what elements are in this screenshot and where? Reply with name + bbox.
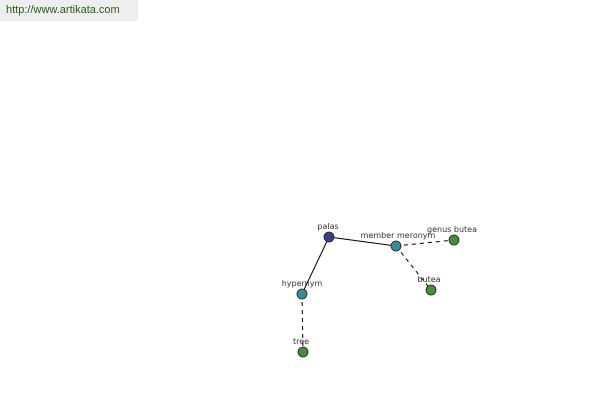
node-butea-label: butea — [417, 275, 440, 284]
node-butea-circle[interactable] — [425, 284, 437, 296]
node-member-meronym[interactable]: member meronym — [361, 231, 436, 252]
graph-edges — [301, 236, 455, 353]
node-butea[interactable]: butea — [417, 275, 441, 296]
node-genus-butea-label: genus butea — [427, 225, 477, 234]
node-tree[interactable]: tree — [293, 337, 309, 358]
node-tree-label: tree — [293, 337, 309, 346]
edge-member-meronym-to-genus-butea — [395, 239, 455, 247]
node-genus-butea[interactable]: genus butea — [427, 225, 477, 246]
node-tree-circle[interactable] — [297, 346, 309, 358]
url-bar: http://www.artikata.com — [0, 0, 138, 21]
node-palas-label: palas — [317, 222, 338, 231]
node-palas-circle[interactable] — [323, 231, 335, 243]
node-hypernym[interactable]: hypernym — [282, 279, 323, 300]
edge-palas-to-hypernym — [301, 236, 330, 295]
site-url-link[interactable]: http://www.artikata.com — [6, 4, 120, 16]
node-hypernym-circle[interactable] — [296, 288, 308, 300]
node-member-meronym-circle[interactable] — [390, 240, 402, 252]
node-member-meronym-label: member meronym — [361, 231, 436, 240]
graph-nodes: palas member meronym hypernym genus butea bu… — [282, 222, 477, 358]
node-hypernym-label: hypernym — [282, 279, 323, 288]
edge-member-meronym-to-butea — [395, 245, 432, 291]
node-palas[interactable]: palas — [317, 222, 339, 243]
edge-palas-to-member-meronym — [328, 236, 397, 247]
edge-hypernym-to-tree — [301, 293, 304, 353]
node-genus-butea-circle[interactable] — [448, 234, 460, 246]
